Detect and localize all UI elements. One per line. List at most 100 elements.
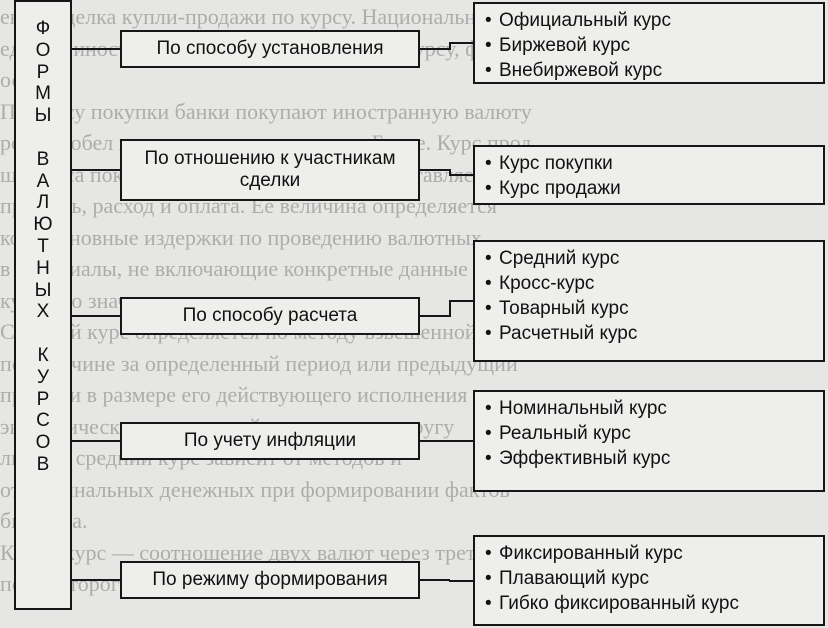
forms-title-letter [33,323,52,345]
rate-type-label: Официальный курс [499,10,671,31]
forms-title-letter: Ю [33,214,53,236]
rate-type-item: •Товарный курс [485,296,815,321]
connector-line [420,440,450,442]
bullet-icon: • [485,248,492,269]
rate-type-label: Кросс-курс [499,273,595,294]
rate-type-label: Плавающий курс [499,568,650,589]
category-label: По способу расчета [182,305,358,326]
bullet-icon: • [485,593,492,614]
bullet-icon: • [485,323,492,344]
forms-title-letter: Ы [34,279,52,301]
rate-types-box: • Курс покупки•Курс продажи [473,145,825,205]
rate-types-box: • Фиксированный курс • Плавающий курс • Гибко… [473,535,825,626]
rate-type-label: Курс покупки [499,153,613,174]
rate-type-item: • Кросс-курс [485,271,815,296]
rate-type-label: Внебиржевой курс [499,60,663,81]
connector-line [449,440,473,442]
rate-type-item: • Расчетный курс [485,321,815,346]
connector-line [449,579,473,582]
connector-line [420,169,450,171]
rate-type-item: •Биржевой курс [485,33,815,58]
connector-line [420,315,450,317]
rate-type-item: • Эффективный курс [485,446,815,471]
rate-type-label: Курс продажи [499,178,621,199]
connector-line [72,440,120,442]
rate-type-item: • Фиксированный курс [485,541,815,566]
rate-type-item: • Номинальный курс [485,396,815,421]
rate-type-label: Фиксированный курс [499,543,683,564]
connector-line [72,169,120,171]
rate-type-item: • Реальный курс [485,421,815,446]
bullet-icon: • [485,60,492,81]
bullet-icon: • [485,543,492,564]
connector-line [449,174,473,176]
forms-title-letter [33,127,52,149]
rate-type-label: Реальный курс [499,423,631,444]
background-text-line: по величине за определенный период или п… [0,350,518,376]
category-box: По способу расчета [120,297,420,335]
forms-title-letter: К [37,344,49,366]
bullet-icon: • [485,273,492,294]
connector-line [72,48,120,50]
category-box: По отношению к участникам сделки [120,139,420,201]
background-text-line: По курсу покупки банки покупают иностран… [0,98,532,124]
category-label: По режиму формирования [152,569,388,590]
forms-title-letter: О [35,432,51,454]
category-box: По способу установления [120,30,420,68]
background-text-line: от номинальных денежных при формировании… [0,476,510,502]
forms-title-letter: Р [36,388,50,410]
forms-title-letter: О [35,39,51,61]
category-label: По отношению к участникам сделки [144,148,396,191]
forms-title-letter: В [36,148,50,170]
forms-title-letter: Ы [34,105,52,127]
connector-line [449,300,451,317]
bullet-icon: • [485,398,492,419]
connector-line [449,300,473,302]
category-box: По учету инфляции [120,422,420,460]
rate-type-label: Эффективный курс [499,448,671,469]
rate-type-item: • Средний курс [485,246,815,271]
forms-title-letter: В [36,453,50,475]
background-text-line: кон. Основные издержки по проведению вал… [0,224,482,250]
bullet-icon: • [485,298,492,319]
forms-title-letter: Н [36,257,50,279]
rate-types-box: •Средний курс•Кросс-курс•Товарный курс•Р… [473,240,825,362]
rate-types-box: • Номинальный курс • Реальный курс • Эффектив… [473,390,825,492]
rate-type-label: Гибко фиксированный курс [499,593,739,614]
background-text-line: бюджета. [0,508,828,534]
bullet-icon: • [485,10,492,31]
background-text-line: Кросс-курс — соотношение двух валют чере… [0,539,503,565]
forms-title-letter: А [36,170,50,192]
bullet-icon: • [485,423,492,444]
connector-line [72,315,120,317]
rate-type-item: • Внебиржевой курс [485,58,815,83]
bullet-icon: • [485,35,492,56]
rate-type-label: Средний курс [499,248,620,269]
category-box: По режиму формирования [120,561,420,599]
connector-line [420,579,450,581]
forms-title-letter: Л [36,192,50,214]
rate-type-item: •Курс продажи [485,176,815,201]
bullet-icon: • [485,448,492,469]
forms-title-letter: М [35,83,51,105]
forms-title-letter: С [36,410,50,432]
bullet-icon: • [485,568,492,589]
background-text-line: в материалы, не включающие конкретные да… [0,256,468,281]
connector-line [449,42,451,50]
forms-title-letter: Х [36,301,50,323]
rate-type-item: • Курс покупки [485,151,815,176]
rate-types-box: • Официальный курс•Биржевой курс• Внебирже… [473,2,825,84]
bullet-icon: • [485,153,492,174]
connector-line [449,42,473,44]
connector-line [72,579,120,581]
rate-type-label: Расчетный курс [499,323,638,344]
category-label: По учету инфляции [183,430,357,451]
forms-title-letter: Т [37,235,49,257]
forms-title-letter: У [36,366,50,388]
connector-line [420,48,450,50]
rate-type-label: Номинальный курс [499,398,667,419]
connector-line [449,169,451,176]
forms-title-letter: Р [36,61,50,83]
